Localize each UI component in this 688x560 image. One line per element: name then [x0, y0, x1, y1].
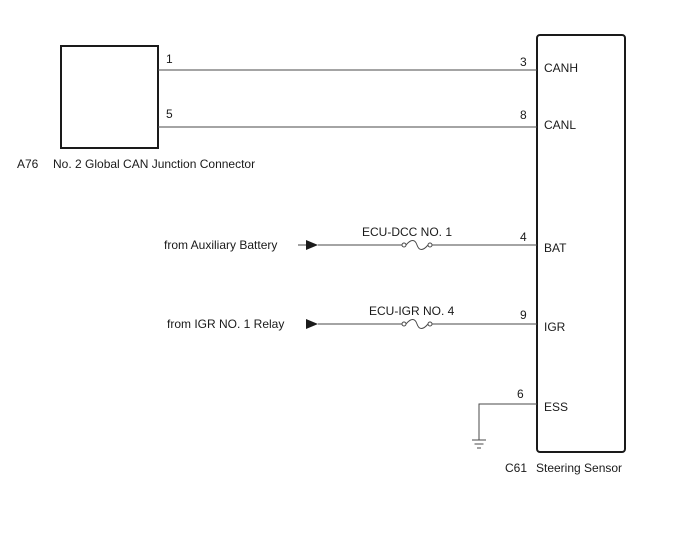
bat-fuse-icon: [405, 240, 429, 250]
igr-fuse-icon: [405, 319, 429, 329]
sensor-pin-8-number: 8: [520, 108, 527, 122]
sensor-pin-6-number: 6: [517, 387, 524, 401]
igr-fuse-label: ECU-IGR NO. 4: [369, 304, 455, 318]
battery-arrow-icon: [306, 240, 318, 250]
sensor-pin-8-label: CANL: [544, 118, 576, 132]
sensor-pin-3-label: CANH: [544, 61, 578, 75]
connector-pin-5: 5: [166, 107, 173, 121]
sensor-pin-4-label: BAT: [544, 241, 567, 255]
sensor-pin-3-number: 3: [520, 55, 527, 69]
junction-connector-box: [60, 45, 159, 149]
sensor-pin-6-label: ESS: [544, 400, 568, 414]
sensor-code: C61: [505, 461, 527, 475]
bat-fuse-terminal-right: [427, 242, 433, 248]
bat-fuse-terminal-left: [401, 242, 407, 248]
connector-code: A76: [17, 157, 39, 171]
steering-sensor-box: [536, 34, 626, 453]
igr-fuse-terminal-right: [427, 321, 433, 327]
sensor-pin-9-number: 9: [520, 308, 527, 322]
sensor-pin-9-label: IGR: [544, 320, 566, 334]
bat-fuse-label: ECU-DCC NO. 1: [362, 225, 452, 239]
connector-name: No. 2 Global CAN Junction Connector: [53, 157, 255, 171]
igr-fuse-terminal-left: [401, 321, 407, 327]
sensor-name: Steering Sensor: [536, 461, 622, 475]
relay-arrow-icon: [306, 319, 318, 329]
relay-source-label: from IGR NO. 1 Relay: [167, 317, 284, 331]
battery-source-label: from Auxiliary Battery: [164, 238, 277, 252]
connector-pin-1: 1: [166, 52, 173, 66]
sensor-pin-4-number: 4: [520, 230, 527, 244]
ess-ground-wire: [478, 403, 537, 440]
